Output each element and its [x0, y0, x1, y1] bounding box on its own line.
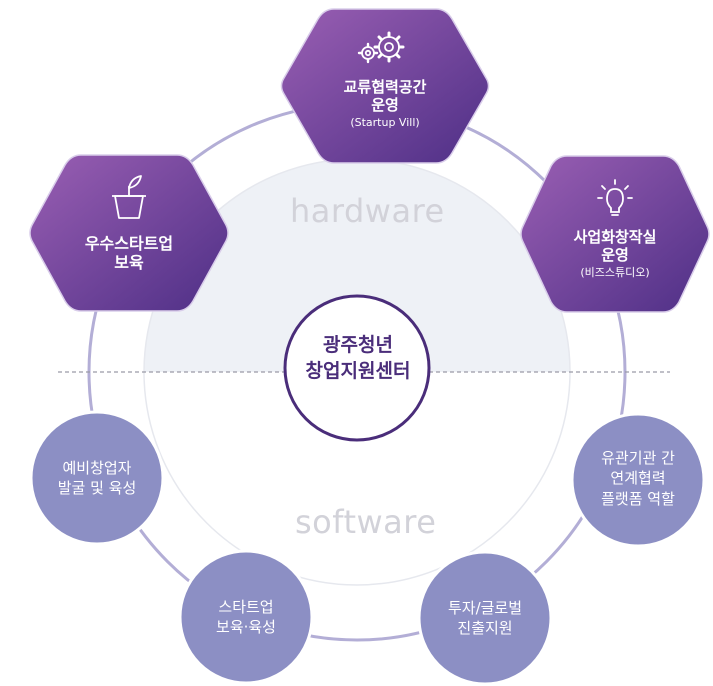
- circle-prestartup-line2: 발굴 및 육성: [57, 479, 137, 498]
- circle-investment-global: [417, 550, 553, 686]
- circle-partner-platform-label: 유관기관 간 연계협력 플랫폼 역할: [578, 448, 698, 509]
- hexagon-right-sub: (비즈스튜디오): [580, 266, 650, 279]
- center-title-line1: 광주청년: [323, 334, 393, 356]
- plant-pot-icon: [112, 175, 146, 219]
- hexagon-left: [29, 154, 229, 312]
- hexagon-top-line2: 운영: [371, 96, 399, 114]
- circle-prestartup: [29, 410, 165, 546]
- circle-partner-platform-line2: 연계협력: [610, 469, 666, 488]
- circle-startup-incubation-label: 스타트업 보육·육성: [186, 597, 306, 638]
- hexagon-top-sub: (Startup Vill): [350, 116, 420, 129]
- circle-investment-global-label: 투자/글로벌 진출지원: [425, 598, 545, 639]
- center-title: 광주청년 창업지원센터: [296, 333, 420, 384]
- circle-prestartup-label: 예비창업자 발굴 및 육성: [37, 458, 157, 499]
- hexagon-top: [280, 8, 490, 164]
- hardware-label: hardware: [290, 192, 445, 230]
- software-label: software: [295, 503, 437, 541]
- circle-investment-global-line2: 진출지원: [457, 619, 513, 638]
- hexagon-left-line1: 우수스타트업: [84, 234, 174, 253]
- circle-partner-platform: [570, 412, 706, 548]
- circle-partner-platform-line3: 플랫폼 역할: [601, 489, 675, 508]
- circle-partner-platform-line1: 유관기관 간: [601, 449, 675, 467]
- circle-startup-incubation: [178, 549, 314, 685]
- hexagon-right-line2: 운영: [601, 246, 629, 264]
- hexagon-left-line2: 보육: [114, 253, 144, 273]
- circle-prestartup-line1: 예비창업자: [62, 459, 132, 477]
- circle-startup-incubation-line1: 스타트업: [218, 598, 274, 616]
- center-title-line2: 창업지원센터: [305, 359, 411, 382]
- hexagon-left-label: 우수스타트업 보육: [44, 234, 214, 272]
- hexagon-right: [520, 155, 710, 313]
- hexagon-top-line1: 교류협력공간: [343, 78, 427, 96]
- hexagon-top-label: 교류협력공간 운영 (Startup Vill): [300, 78, 470, 129]
- center-circle: [283, 294, 431, 442]
- gears-icon: [357, 31, 405, 64]
- hexagon-right-label: 사업화창작실 운영 (비즈스튜디오): [530, 228, 700, 279]
- lightbulb-icon: [597, 179, 633, 216]
- circle-investment-global-line1: 투자/글로벌: [447, 599, 523, 617]
- circle-startup-incubation-line2: 보육·육성: [216, 618, 276, 637]
- hexagon-right-line1: 사업화창작실: [573, 228, 657, 246]
